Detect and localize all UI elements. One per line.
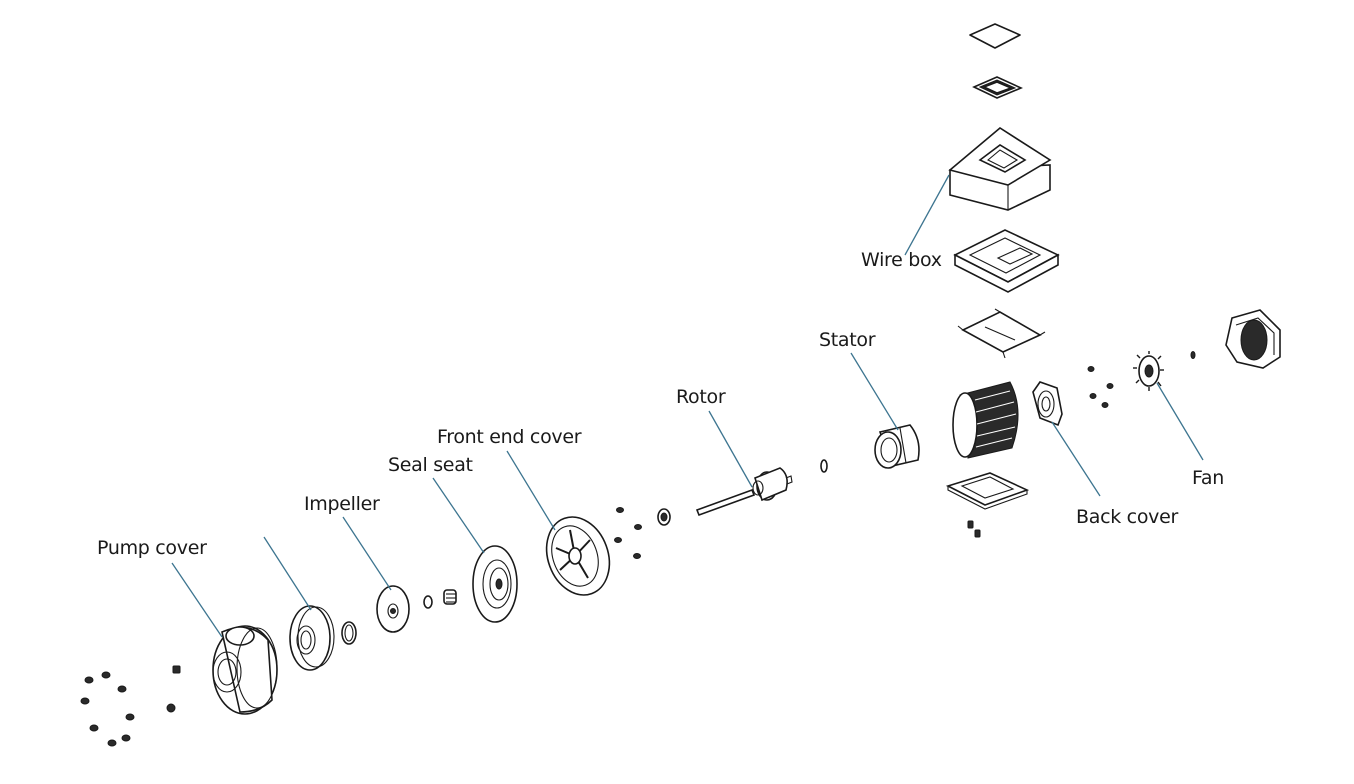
label-front-end-cover: Front end cover <box>437 426 582 448</box>
fan-clip-part <box>1190 351 1196 359</box>
seal-plate-part <box>289 605 335 671</box>
leader-lines <box>171 174 1204 638</box>
bolt-group-left <box>80 665 181 747</box>
leader-seal-seat <box>432 477 485 554</box>
seal-seat-part <box>472 545 518 623</box>
wire-box-base-part <box>953 229 1060 293</box>
fan-cover-part <box>1225 309 1281 369</box>
wire-box-bracket-part <box>957 308 1046 359</box>
base-bolts <box>967 520 981 538</box>
leader-wire-box <box>904 174 950 256</box>
rotor-part <box>695 467 793 517</box>
label-pump-cover: Pump cover <box>97 537 207 559</box>
screw-group-front <box>614 507 642 559</box>
label-seal-seat: Seal seat <box>388 454 473 476</box>
stator-part <box>874 424 920 469</box>
leader-pump-cover <box>171 562 223 638</box>
leader-rotor <box>708 410 753 488</box>
leader-stator <box>850 352 899 431</box>
base-plate-part <box>945 472 1030 510</box>
leader-fan <box>1156 382 1204 461</box>
seal-washer-part <box>423 595 433 609</box>
leader-impeller <box>342 516 392 591</box>
label-back-cover: Back cover <box>1076 506 1178 528</box>
label-fan: Fan <box>1192 467 1224 489</box>
motor-housing-part <box>952 381 1019 459</box>
impeller-part <box>376 585 410 633</box>
o-ring-rear-part <box>820 459 828 473</box>
back-cover-part <box>1032 381 1063 427</box>
fan-part <box>1133 351 1164 391</box>
wire-box-window-part <box>972 76 1023 99</box>
front-end-cover-part <box>545 516 611 596</box>
screw-group-rear <box>1087 366 1114 408</box>
wire-box-gasket-part <box>969 23 1021 49</box>
bearing-front-part <box>657 508 671 526</box>
leader-front-end-cover <box>506 450 556 531</box>
label-impeller: Impeller <box>304 493 380 515</box>
leader-back-cover <box>1051 421 1101 497</box>
label-rotor: Rotor <box>676 386 726 408</box>
mechanical-seal-part <box>443 589 457 605</box>
wire-box-lid-part <box>948 127 1052 211</box>
label-stator: Stator <box>819 329 876 351</box>
pump-cover-part <box>212 625 278 715</box>
label-wire-box: Wire box <box>861 249 942 271</box>
leader-seal-plate <box>263 536 312 611</box>
